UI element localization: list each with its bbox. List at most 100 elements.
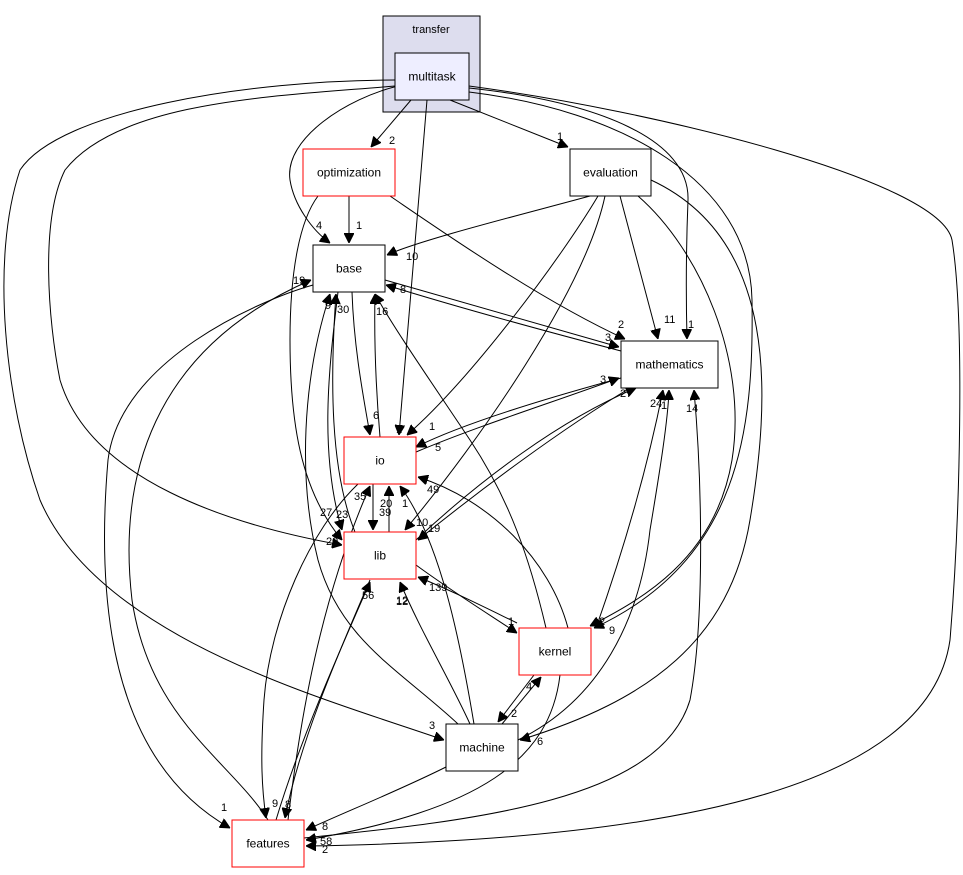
node-mathematics-label[interactable]: mathematics [635, 358, 703, 372]
edge-label-machine-to-io: 1 [402, 498, 408, 510]
edge-mathematics-to-base [386, 285, 622, 352]
edge-kernel-to-mathematics [595, 390, 663, 629]
node-machine[interactable]: machine [445, 723, 519, 772]
edge-io-to-mathematics [415, 378, 619, 453]
edge-multitask-to-features [306, 85, 961, 846]
edge-label-multitask-to-evaluation: 1 [557, 131, 563, 143]
edge-multitask-to-evaluation [449, 99, 568, 147]
edge-evaluation-to-kernel [590, 195, 736, 626]
edge-multitask-to-optimization [371, 99, 412, 147]
edge-label-machine-to-kernel: 4 [526, 681, 532, 693]
edge-label-multitask-to-lib: 29 [326, 536, 338, 548]
edge-base-to-features [104, 284, 314, 828]
edge-machine-to-base [305, 294, 459, 725]
edge-evaluation-to-io [407, 195, 599, 435]
node-evaluation-label[interactable]: evaluation [583, 166, 638, 180]
edge-mathematics-to-io [416, 377, 622, 447]
edge-label-evaluation-to-base: 10 [406, 251, 418, 263]
edge-label-machine-to-mathematics: 1 [661, 400, 667, 412]
node-optimization-box[interactable] [302, 148, 396, 197]
edge-label-lib-to-features: 8 [285, 799, 291, 811]
edge-machine-to-io [400, 486, 475, 725]
edge-features-to-base [128, 280, 311, 821]
node-machine-label[interactable]: machine [459, 741, 505, 755]
node-base-box[interactable] [312, 244, 386, 293]
edge-label-mathematics-to-io: 5 [435, 442, 441, 454]
edge-multitask-to-lib [48, 85, 396, 545]
edge-io-to-base [375, 294, 381, 438]
node-lib-label[interactable]: lib [374, 549, 386, 563]
edge-label-base-to-mathematics: 3 [605, 332, 611, 344]
node-base[interactable]: base [312, 244, 386, 293]
edge-label-multitask-to-features: 2 [322, 844, 328, 856]
node-kernel[interactable]: kernel [518, 627, 592, 676]
edge-base-to-io [351, 291, 370, 435]
node-evaluation-box[interactable] [569, 148, 652, 197]
edge-evaluation-to-machine [520, 179, 763, 740]
edge-lib-to-mathematics [415, 388, 636, 541]
node-io-box[interactable] [343, 436, 417, 485]
node-kernel-box[interactable] [518, 627, 592, 676]
node-features-label[interactable]: features [246, 837, 289, 851]
edge-evaluation-to-base [387, 195, 591, 255]
edge-lib-to-features [285, 579, 371, 818]
edge-label-io-to-mathematics: 3 [600, 374, 606, 386]
edge-label-kernel-to-io: 49 [427, 484, 439, 496]
edge-features-to-lib [275, 582, 370, 821]
edge-label-evaluation-to-kernel: 2 [599, 616, 605, 628]
edge-multitask-to-base [289, 85, 399, 243]
node-machine-box[interactable] [445, 723, 519, 772]
edge-label-multitask-to-optimization: 2 [389, 135, 395, 147]
edge-mathematics-to-lib [418, 387, 631, 540]
edge-label-lib-to-mathematics: 27 [620, 388, 632, 400]
edge-label-io-to-lib: 39 [379, 507, 391, 519]
edge-label-mathematics-to-lib: 10 [416, 517, 428, 529]
edge-label-optimization-to-base: 1 [356, 220, 362, 232]
edge-lib-to-kernel [415, 564, 517, 633]
node-optimization[interactable]: optimization [302, 148, 396, 197]
edge-label-io-to-features: 9 [272, 798, 278, 810]
edge-label-io-to-base: 16 [376, 306, 388, 318]
node-io[interactable]: io [343, 436, 417, 485]
edge-label-multitask-to-kernel: 9 [609, 625, 615, 637]
edge-io-to-features [262, 483, 359, 818]
edge-label-features-to-io: 35 [354, 491, 366, 503]
node-multitask-box[interactable] [394, 52, 470, 101]
edge-machine-to-mathematics [517, 390, 669, 741]
node-lib-box[interactable] [343, 531, 417, 580]
node-evaluation[interactable]: evaluation [569, 148, 652, 197]
edge-lib-to-base [333, 294, 356, 533]
node-mathematics-box[interactable] [620, 340, 719, 389]
edge-label-lib-to-io: 20 [380, 498, 392, 510]
edge-label-kernel-to-machine: 2 [511, 708, 517, 720]
node-multitask-label[interactable]: multitask [408, 70, 456, 84]
node-io-label[interactable]: io [375, 454, 385, 468]
node-optimization-label[interactable]: optimization [317, 166, 381, 180]
node-lib[interactable]: lib [343, 531, 417, 580]
node-base-label[interactable]: base [336, 262, 362, 276]
edge-multitask-to-kernel [468, 91, 753, 628]
edge-label-multitask-to-io: 1 [396, 424, 402, 436]
node-multitask[interactable]: multitask [394, 52, 470, 101]
edge-evaluation-to-lib [405, 195, 606, 530]
edge-label-features-to-mathematics: 14 [686, 403, 698, 415]
edge-multitask-to-mathematics [468, 87, 688, 339]
edge-label-multitask-to-base: 4 [316, 220, 322, 232]
node-kernel-label[interactable]: kernel [539, 645, 572, 659]
edge-label-features-to-lib: 56 [362, 590, 374, 602]
edge-multitask-to-io [399, 99, 428, 435]
node-mathematics[interactable]: mathematics [620, 340, 719, 389]
edge-label-evaluation-to-mathematics: 11 [664, 314, 675, 326]
edge-label-evaluation-to-io: 1 [429, 421, 435, 433]
edge-machine-to-kernel [501, 677, 541, 725]
edge-kernel-to-features [306, 674, 561, 840]
node-features[interactable]: features [231, 819, 305, 868]
edge-optimization-to-mathematics [389, 195, 625, 339]
edge-label-kernel-to-base: 12 [396, 596, 408, 608]
edge-kernel-to-base [375, 294, 547, 629]
node-features-box[interactable] [231, 819, 305, 868]
edge-multitask-to-machine [3, 79, 444, 740]
cluster-transfer-label: transfer [412, 24, 450, 36]
